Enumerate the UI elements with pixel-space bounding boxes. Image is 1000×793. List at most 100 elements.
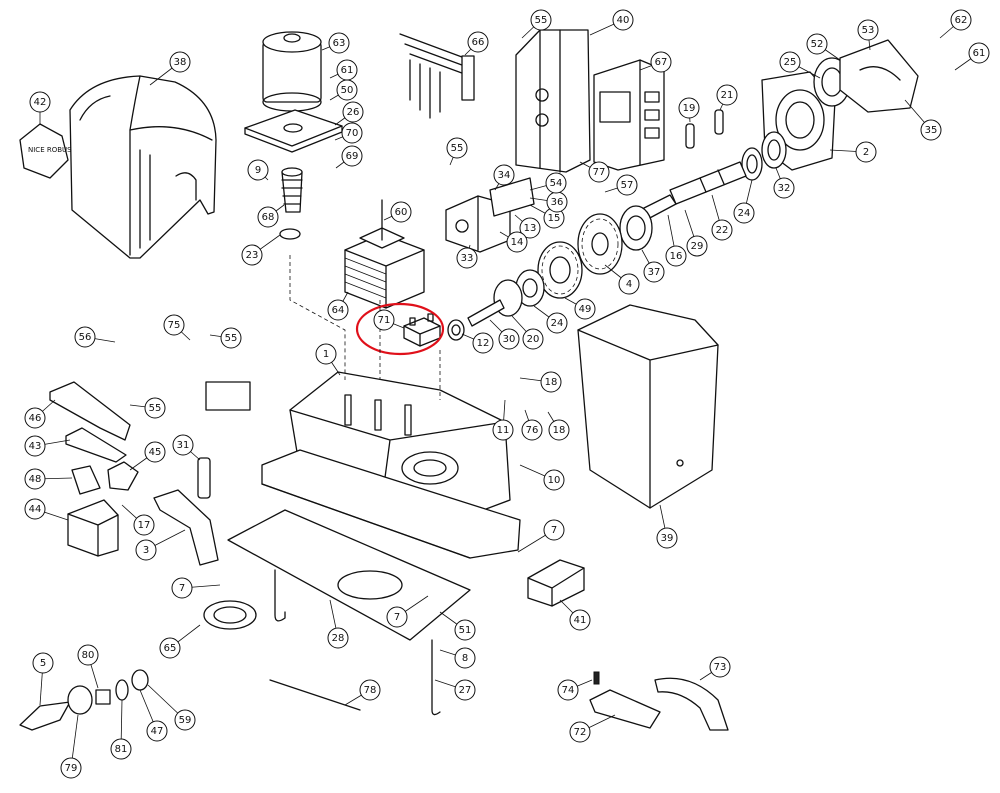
- callout-27: 27: [454, 679, 476, 701]
- callout-60: 60: [390, 201, 412, 223]
- callout-circle: [612, 9, 634, 31]
- callout-label: 18: [545, 377, 558, 388]
- callout-label: 36: [551, 197, 564, 208]
- callout-circle: [616, 174, 638, 196]
- callout-circle: [545, 172, 567, 194]
- callout-circle: [968, 42, 990, 64]
- callout-label: 70: [346, 128, 359, 139]
- callout-9: 9: [247, 159, 269, 181]
- callout-circle: [857, 19, 879, 41]
- part-5-key: [19, 701, 71, 731]
- callout-circle: [779, 51, 801, 73]
- callout-circle: [522, 328, 544, 350]
- callout-label: 57: [621, 180, 634, 191]
- callout-circle: [32, 652, 54, 674]
- callout-label: 30: [503, 334, 516, 345]
- callout-label: 24: [738, 208, 751, 219]
- callout-circle: [133, 514, 155, 536]
- callout-circle: [543, 519, 565, 541]
- callout-circle: [498, 328, 520, 350]
- callout-23: 23: [241, 244, 263, 266]
- callout-38: 38: [169, 51, 191, 73]
- callout-label: 55: [451, 143, 464, 154]
- callout-circle: [327, 627, 349, 649]
- part-4-gear: [577, 213, 623, 275]
- part-74-screw: [593, 671, 600, 685]
- callout-label: 21: [721, 90, 734, 101]
- callout-24: 24: [546, 312, 568, 334]
- callout-circle: [506, 231, 528, 253]
- callout-3: 3: [135, 539, 157, 561]
- part-block: [205, 381, 251, 411]
- callout-circle: [678, 97, 700, 119]
- callout-44: 44: [24, 498, 46, 520]
- callout-label: 14: [511, 237, 524, 248]
- callout-label: 39: [661, 533, 674, 544]
- callout-label: 61: [341, 65, 354, 76]
- callout-label: 43: [29, 441, 42, 452]
- part-1-main-body: [261, 371, 521, 559]
- callout-circle: [327, 299, 349, 321]
- callout-48: 48: [24, 468, 46, 490]
- callout-label: 47: [151, 726, 164, 737]
- callout-29: 29: [686, 235, 708, 257]
- callout-label: 60: [395, 207, 408, 218]
- callout-circle: [521, 419, 543, 441]
- callout-65: 65: [159, 637, 181, 659]
- callout-circle: [467, 31, 489, 53]
- callout-label: 61: [973, 48, 986, 59]
- part-21-pin: [714, 109, 724, 135]
- part-47-spring: [131, 669, 149, 691]
- callout-51: 51: [454, 619, 476, 641]
- callout-label: 45: [149, 447, 162, 458]
- callout-80: 80: [77, 644, 99, 666]
- callout-35: 35: [920, 119, 942, 141]
- callout-label: 15: [548, 213, 561, 224]
- callout-7: 7: [171, 577, 193, 599]
- callout-39: 39: [656, 527, 678, 549]
- part-40-board-housing: [515, 29, 591, 173]
- callout-50: 50: [336, 79, 358, 101]
- callout-label: 73: [714, 662, 727, 673]
- callout-label: 50: [341, 85, 354, 96]
- callout-70: 70: [341, 122, 363, 144]
- callout-64: 64: [327, 299, 349, 321]
- callout-label: 9: [255, 165, 261, 176]
- callout-49: 49: [574, 298, 596, 320]
- callout-41: 41: [569, 609, 591, 631]
- callout-label: 55: [149, 403, 162, 414]
- callout-19: 19: [678, 97, 700, 119]
- callout-8: 8: [454, 647, 476, 669]
- callout-30: 30: [498, 328, 520, 350]
- callout-16: 16: [665, 245, 687, 267]
- callout-label: 49: [579, 304, 592, 315]
- callout-circle: [773, 177, 795, 199]
- part-30-shaft: [467, 299, 505, 327]
- callout-circle: [341, 145, 363, 167]
- callout-47: 47: [146, 720, 168, 742]
- callout-circle: [110, 738, 132, 760]
- callout-label: 53: [862, 25, 875, 36]
- part-39-side-cover: [577, 304, 719, 509]
- callout-circle: [855, 141, 877, 163]
- callout-circle: [247, 159, 269, 181]
- callout-label: 55: [535, 15, 548, 26]
- callout-label: 4: [626, 279, 632, 290]
- callout-label: 71: [378, 315, 391, 326]
- callout-label: 37: [648, 267, 661, 278]
- part-44-housing: [67, 499, 119, 557]
- callout-53: 53: [857, 19, 879, 41]
- callout-42: 42: [29, 91, 51, 113]
- callout-circle: [315, 343, 337, 365]
- callout-label: 74: [562, 685, 575, 696]
- callout-label: 62: [955, 15, 968, 26]
- callout-circle: [950, 9, 972, 31]
- callout-circle: [588, 161, 610, 183]
- callout-circle: [920, 119, 942, 141]
- part-65-gasket: [203, 600, 257, 630]
- callout-26: 26: [342, 101, 364, 123]
- callout-circle: [530, 9, 552, 31]
- callout-circle: [373, 309, 395, 331]
- callout-36: 36: [546, 191, 568, 213]
- part-68-worm: [281, 167, 303, 213]
